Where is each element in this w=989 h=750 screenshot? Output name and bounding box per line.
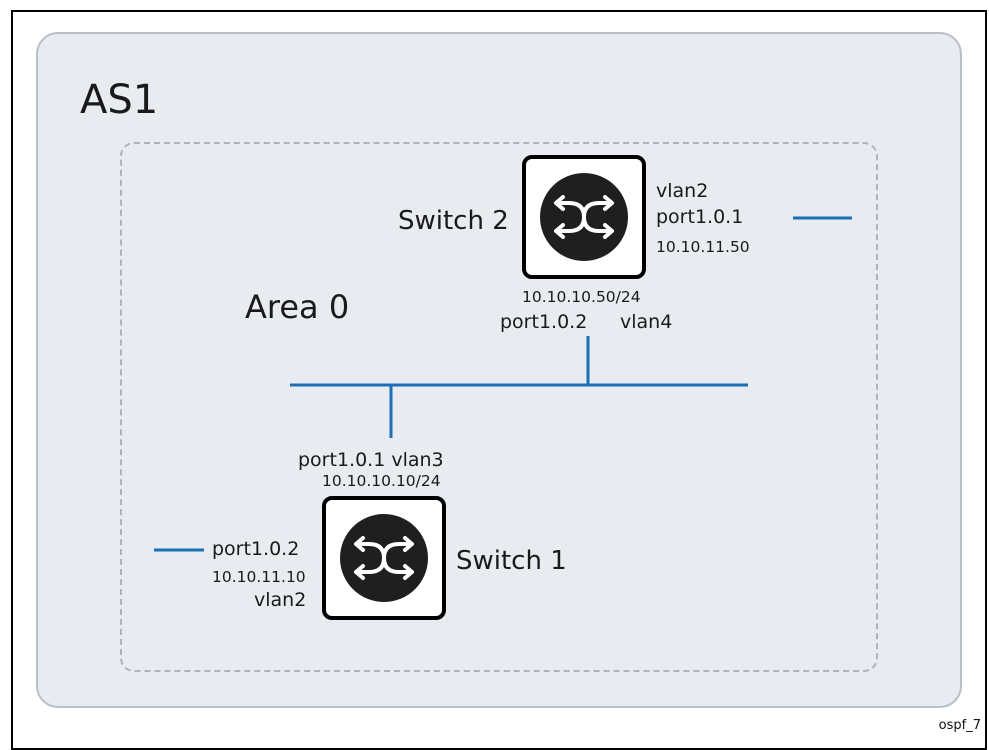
switch2-top-vlan: vlan2	[656, 180, 709, 202]
switch2-bottom-port: port1.0.2	[500, 311, 588, 333]
switch1-left-port: port1.0.2	[212, 538, 300, 560]
switch1-top-ip: 10.10.10.10/24	[322, 472, 441, 490]
switch1-left-ip: 10.10.11.10	[212, 568, 306, 586]
switch2-top-port: port1.0.1	[656, 206, 744, 228]
switch2-bottom-vlan: vlan4	[620, 311, 673, 333]
area-region	[120, 142, 878, 672]
switch-icon	[540, 173, 628, 261]
switch-2[interactable]	[522, 155, 646, 279]
figure-id: ospf_7	[938, 718, 981, 733]
switch1-top-port-vlan: port1.0.1 vlan3	[298, 449, 444, 471]
switch2-top-ip: 10.10.11.50	[656, 238, 750, 256]
switch-1[interactable]	[322, 496, 446, 620]
switch2-name: Switch 2	[398, 206, 509, 236]
switch1-left-vlan: vlan2	[254, 589, 307, 611]
as-region	[36, 32, 962, 708]
as-label: AS1	[80, 77, 159, 123]
switch2-bottom-ip: 10.10.10.50/24	[522, 288, 641, 306]
area-label: Area 0	[245, 288, 350, 326]
switch1-name: Switch 1	[456, 546, 567, 576]
switch-icon	[340, 514, 428, 602]
